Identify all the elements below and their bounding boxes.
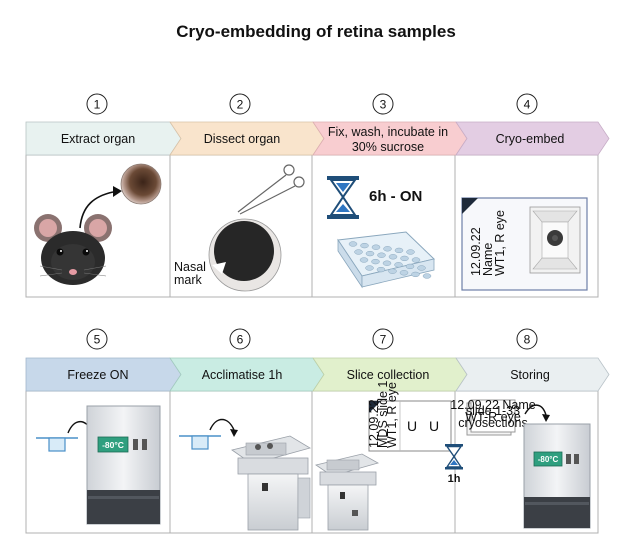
cassette-label-line1: 12.09.22 [469, 227, 483, 276]
slide-label-line2: MDS slide 1 [376, 381, 390, 448]
svg-text:6: 6 [237, 333, 244, 347]
step-1-badge: 1 [86, 93, 108, 115]
well-plate-icon [337, 231, 436, 289]
well [411, 271, 420, 278]
svg-text:3: 3 [380, 98, 387, 112]
step-5-badge: 5 [86, 328, 108, 350]
well [388, 254, 398, 260]
step-5-label: Freeze ON [67, 368, 128, 382]
slide-box-icon [466, 399, 516, 436]
slide-label-line3: WT1, R eye [385, 382, 399, 448]
well [365, 265, 374, 271]
cassette-label-line2: Name [481, 243, 495, 276]
step-3-label-line2: 30% sucrose [352, 140, 424, 154]
slide-icon [368, 400, 452, 452]
mouse-icon [34, 214, 112, 285]
box-note-line4: cryosections [458, 416, 527, 430]
svg-text:8: 8 [524, 333, 531, 347]
step-2-label: Dissect organ [204, 132, 280, 146]
well [360, 242, 369, 249]
freezer-icon [523, 423, 591, 529]
eye-icon [208, 218, 282, 292]
step-8-header [455, 357, 610, 392]
forceps-icon [237, 164, 305, 215]
svg-text:5: 5 [94, 333, 101, 347]
svg-text:2: 2 [237, 98, 244, 112]
box-note-line1: 12.09.22 Name [450, 398, 536, 412]
cryostat-icon [231, 435, 312, 531]
step-6-badge: 6 [229, 328, 251, 350]
step-7-badge: 7 [372, 328, 394, 350]
well [376, 266, 386, 273]
step-4-label: Cryo-embed [496, 132, 565, 146]
step-3-label-line1: Fix, wash, incubate in [328, 125, 448, 139]
svg-text:7: 7 [380, 333, 387, 347]
slide-label-line1: 12.09.22 [367, 399, 381, 448]
well [371, 244, 381, 250]
well [411, 257, 421, 263]
arrow-icon [79, 191, 114, 229]
hourglass-icon [327, 176, 359, 219]
well [417, 265, 426, 271]
svg-text:4: 4 [524, 98, 531, 112]
cassette-label-line3: WT1, R eye [493, 210, 507, 276]
slide-section-1: U [407, 418, 417, 434]
step-4-badge: 4 [516, 93, 538, 115]
well [359, 257, 369, 263]
well [394, 247, 404, 254]
freezer-icon [86, 405, 161, 525]
eye-icon [120, 163, 162, 205]
well [377, 252, 386, 258]
box-note-line2: slide 1-33 [466, 404, 520, 418]
arrow-icon [524, 404, 547, 416]
well [422, 273, 432, 279]
well [371, 258, 380, 265]
step-4-header [455, 121, 610, 156]
step-7-label: Slice collection [347, 368, 430, 382]
svg-text:1: 1 [94, 98, 101, 112]
cryostat-icon [315, 453, 380, 531]
cassette-icon [461, 197, 588, 291]
well [383, 246, 392, 252]
mold-icon [179, 435, 221, 450]
well [382, 260, 392, 266]
well [400, 255, 409, 262]
well [405, 263, 415, 270]
step-8-badge: 8 [516, 328, 538, 350]
hourglass-icon [445, 444, 463, 470]
nasal-mark-label-line2: mark [174, 273, 203, 287]
slice-timer: 1h [448, 473, 461, 485]
step-8-label: Storing [510, 368, 550, 382]
slide-section-2: U [429, 418, 439, 434]
box-note-line3: WT-R eye [465, 410, 521, 424]
freezer-temp: -80°C [102, 440, 124, 450]
mold-icon [36, 437, 78, 452]
well [365, 250, 375, 257]
step-1-label: Extract organ [61, 132, 135, 146]
well [388, 268, 397, 274]
well [399, 270, 409, 276]
arrow-icon [209, 418, 235, 431]
well [394, 262, 403, 268]
well [354, 249, 363, 255]
well [348, 241, 358, 247]
page-title: Cryo-embedding of retina samples [176, 22, 456, 41]
step-3-badge: 3 [372, 93, 394, 115]
freezer-temp: -80°C [538, 455, 559, 464]
step-6-label: Acclimatise 1h [202, 368, 283, 382]
step-2-badge: 2 [229, 93, 251, 115]
incubation-duration: 6h - ON [369, 188, 422, 205]
nasal-mark-label-line1: Nasal [174, 260, 206, 274]
well [406, 249, 415, 255]
